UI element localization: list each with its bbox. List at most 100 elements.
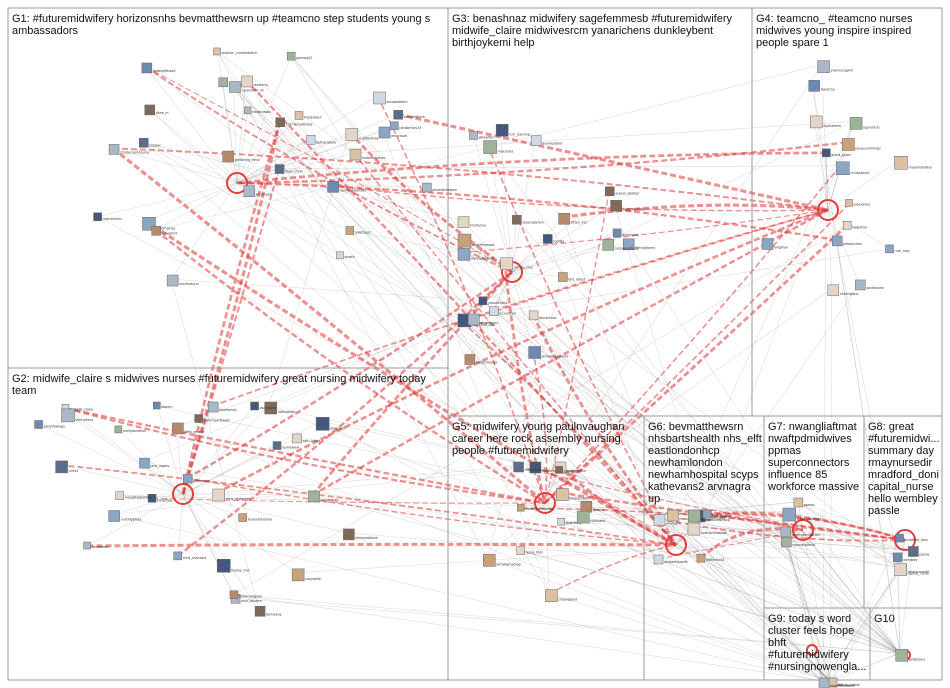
node-gillwalton[interactable]: gillwalton <box>469 131 494 140</box>
node-mikedobbs[interactable]: mikedobbs <box>513 461 543 473</box>
node-vennyfiona[interactable]: vennyfiona <box>61 408 93 423</box>
node-julietmarz[interactable]: julietmarz <box>345 226 371 235</box>
node-paulnvaughan[interactable]: paulnvaughan <box>529 461 565 474</box>
node-hadjirhiel[interactable]: hadjirhiel <box>842 221 867 230</box>
node-nhsengland[interactable]: nhsengland <box>827 284 859 297</box>
node-superconnector[interactable]: superconnector <box>782 507 823 522</box>
node-nanifnatural[interactable]: nanifnatural <box>166 274 199 287</box>
node-jodenmcm[interactable]: jodenmcm <box>182 473 210 484</box>
node-wendyprescott[interactable]: wendyprescott <box>457 248 495 261</box>
node-julie_ldlgood[interactable]: julie_ldlgood <box>702 509 732 519</box>
node-2017jkmatthews[interactable]: 2017jkmatthews <box>275 117 313 127</box>
node-nhsemidwifery[interactable]: nhsemidwifery <box>894 156 932 170</box>
node-dorisakue[interactable]: dorisakue <box>254 606 282 617</box>
hub-node-g4[interactable] <box>817 199 839 221</box>
node-kirstyfree[interactable]: kirstyfree <box>147 494 172 503</box>
node-gloria_sykes[interactable]: gloria_sykes <box>822 148 851 158</box>
node-rcmcs[interactable]: rcmcs <box>55 460 79 474</box>
node-shadin[interactable]: shadin <box>336 251 355 260</box>
node-kathevans2[interactable]: kathevans2 <box>696 553 725 563</box>
node-rcnstudents[interactable]: rcnstudents <box>836 161 870 176</box>
node-wellbeing_mmu[interactable]: wellbeing_mmu <box>222 150 260 163</box>
node-kath_bdoct[interactable]: kath_bdoct <box>292 433 321 444</box>
node-nursingtimesmag[interactable]: nursingtimesmag <box>517 503 553 512</box>
node-mollybondmid[interactable]: mollybondmid <box>114 425 146 434</box>
node-sally_kennedy[interactable]: sally_kennedy <box>610 200 646 212</box>
node-nicolagoldberg[interactable]: nicolagoldberg <box>602 239 639 251</box>
node-nlplhdemm[interactable]: nlplhdemm <box>809 115 841 129</box>
node-ah_gregory[interactable]: ah_gregory <box>468 313 498 326</box>
node-carolrahb[interactable]: carolrahb <box>576 510 605 524</box>
node-mcnee_cruz[interactable]: mcnee_cruz <box>500 257 533 270</box>
node-arvnagra[interactable]: arvnagra <box>653 514 680 526</box>
node-passle[interactable]: passle <box>908 546 930 557</box>
node-thetechmagic[interactable]: thetechmagic <box>464 354 498 365</box>
node-hopefulmidwife[interactable]: hopefulmidwife <box>818 677 855 688</box>
node-tumblwebl[interactable]: tumblwebl <box>83 541 109 550</box>
node-foureverhoome[interactable]: foureverhoome <box>238 513 272 522</box>
node-maps_from[interactable]: maps_from <box>274 164 303 174</box>
node-hotblighthaart[interactable]: hotblighthaart <box>141 62 177 74</box>
node-newhamhospital[interactable]: newhamhospital <box>687 522 727 536</box>
node-teamcno_[interactable]: teamcno_ <box>241 75 270 88</box>
node-ppmas[interactable]: ppmas <box>793 497 815 508</box>
node-ngenorton[interactable]: ngenorton <box>849 117 880 130</box>
node-jonnepaullc[interactable]: jonnepaullc <box>308 490 340 503</box>
hub-node-g6[interactable] <box>665 534 687 556</box>
node-kirstydaly7[interactable]: kirstydaly7 <box>294 111 322 120</box>
node-fyngman[interactable]: fyngman <box>761 238 788 250</box>
node-natalieriley33[interactable]: natalieriley33 <box>390 121 421 131</box>
node-teddilg[interactable]: teddilg <box>542 234 564 244</box>
node-jennylocal[interactable]: jennylocal <box>378 126 407 139</box>
node-beth_mcguff[interactable]: beth_mcguff <box>172 422 205 435</box>
node-stephen_cumberbatch[interactable]: stephen_cumberbatch <box>213 47 257 56</box>
hub-node-g5[interactable] <box>534 492 556 514</box>
node-leomewaw[interactable]: leomewaw <box>272 441 299 450</box>
node-samirheartbeats[interactable]: samirheartbeats <box>194 414 231 423</box>
node-teamcno[interactable]: teamcno <box>808 80 835 92</box>
node-carolsmith_rm[interactable]: carolsmith_rm <box>229 81 264 93</box>
node-bmj_latest[interactable]: bmj_latest <box>558 272 586 282</box>
node-sodahours[interactable]: sodahours <box>895 649 926 662</box>
hub-node-g1[interactable] <box>226 172 248 194</box>
node-rcm_learning[interactable]: rcm_learning <box>495 124 530 137</box>
hub-node-g2[interactable] <box>172 483 194 505</box>
node-mradford_doni[interactable]: mradford_doni <box>895 533 928 543</box>
node-yanarichens[interactable]: yanarichens <box>478 296 508 306</box>
node-benashnaz[interactable]: benashnaz <box>528 310 557 321</box>
node-capital_nurse[interactable]: capital_nurse <box>894 563 929 576</box>
node-elsiephasbo[interactable]: elsiephasbo <box>243 106 271 115</box>
node-kitten_doc[interactable]: kitten_doc <box>558 213 588 225</box>
node-crustycrashcourse[interactable]: crustycrashcourse <box>108 144 149 155</box>
node-jane_rogers[interactable]: jane_rogers <box>139 457 170 469</box>
node-lucyaitken[interactable]: lucyaitken <box>489 306 516 316</box>
node-sallyfinch[interactable]: sallyfinch <box>555 466 579 474</box>
node-suzywolfe[interactable]: suzywolfe <box>291 568 321 582</box>
node-janeecummings[interactable]: janeecummings <box>842 138 881 151</box>
node-bevmatthewsrn[interactable]: bevmatthewsrn <box>422 182 457 193</box>
node-ellenpaddleuk[interactable]: ellenpaddleuk <box>343 528 378 541</box>
node-laurabaker[interactable]: laurabaker <box>250 401 278 411</box>
hub-node-g7[interactable] <box>792 519 814 541</box>
node-annasmithrm[interactable]: annasmithrm <box>393 109 425 120</box>
node-wembley[interactable]: wembley <box>892 552 918 563</box>
node-peteanchez[interactable]: peteanchez <box>831 235 862 247</box>
node-hannahlukehaart[interactable]: hannahlukehaart <box>327 181 368 193</box>
node-chris_hkdreams[interactable]: chris_hkdreams <box>212 488 251 502</box>
node-bethanydale[interactable]: bethanydale <box>305 135 336 145</box>
node-kristianna[interactable]: kristianna <box>457 216 486 228</box>
node-chris_shanlone[interactable]: chris_shanlone <box>173 551 207 561</box>
node-gormag21[interactable]: gormag21 <box>286 51 313 61</box>
node-meagfeggeating[interactable]: meagfeggeating <box>115 491 151 500</box>
node-ruthsanton[interactable]: ruthsanton <box>264 401 295 415</box>
node-sarahlanes[interactable]: sarahlanes <box>855 279 884 291</box>
node-karenbuddrn[interactable]: karenbuddrn <box>556 488 590 501</box>
node-asnaweiblem[interactable]: asnaweiblem <box>373 91 407 105</box>
node-sarahfewings[interactable]: sarahfewings <box>34 420 66 429</box>
node-birthjoykemi[interactable]: birthjoykemi <box>622 238 655 251</box>
node-dunkleybent[interactable]: dunkleybent <box>530 135 563 146</box>
node-molly_kingram[interactable]: molly_kingram <box>229 590 262 599</box>
node-ilbwcm[interactable]: ilbwcm <box>153 401 173 410</box>
node-cnoengland[interactable]: cnoengland <box>545 589 577 602</box>
node-melnickhms[interactable]: melnickhms <box>93 212 123 222</box>
